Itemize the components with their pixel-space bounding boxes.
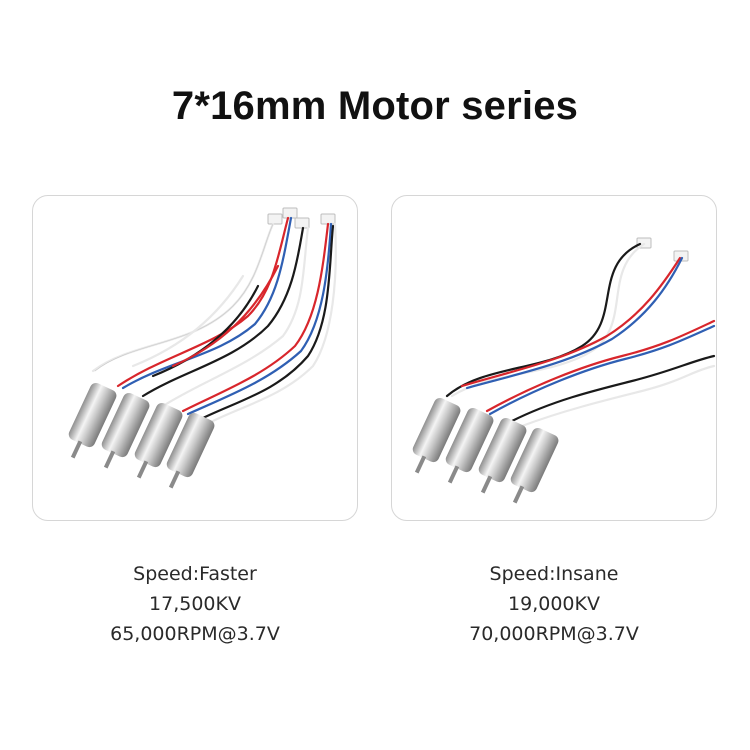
motor-set-icon (412, 237, 716, 504)
product-card-faster (32, 195, 358, 521)
motor-set-icon (68, 207, 337, 489)
product-specs-insane: Speed:Insane 19,000KV 70,000RPM@3.7V (391, 559, 717, 649)
page-title: 7*16mm Motor series (171, 84, 579, 128)
rpm-rating: 70,000RPM@3.7V (469, 623, 639, 645)
kv-rating: 19,000KV (508, 593, 600, 615)
speed-label: Speed:Faster (133, 563, 257, 585)
product-specs-faster: Speed:Faster 17,500KV 65,000RPM@3.7V (32, 559, 358, 649)
product-card-insane (391, 195, 717, 521)
speed-label: Speed:Insane (489, 563, 619, 585)
rpm-rating: 65,000RPM@3.7V (110, 623, 280, 645)
kv-rating: 17,500KV (149, 593, 241, 615)
